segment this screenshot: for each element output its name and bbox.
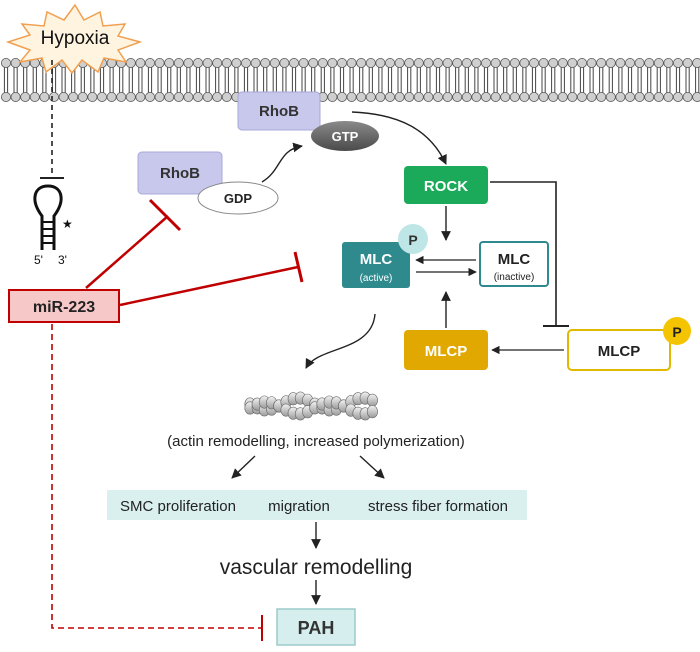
mlc-active-label: MLC [360,251,393,268]
mlcp-node: MLCP [404,330,488,370]
mirna-star: ★ [62,217,73,231]
hypoxia-label: Hypoxia [41,28,110,49]
stress-fiber-label: stress fiber formation [368,498,508,515]
rock-label: ROCK [424,178,468,195]
vascular-remodelling-label: vascular remodelling [220,556,413,579]
cellular-outcomes-band: SMC proliferation migration stress fiber… [107,490,527,520]
mlc-inactive-label: MLC [498,251,531,268]
mlc-inactive-state: (inactive) [494,272,535,283]
rhob-gtp-protein-label: RhoB [259,103,299,120]
gtp-label: GTP [332,129,359,144]
mirna-inhibits-pah [51,324,263,641]
hypoxia-to-mirna-inhibition [40,60,64,179]
rock-inhibits-mlcp-arrow [490,181,569,327]
mir-223-node: miR-223 [8,289,120,323]
mlcp-phospho-node: MLCP P [567,317,691,371]
mlc-to-actin-arrow [305,313,376,369]
pah-node: PAH [276,608,356,646]
mirna-inhibits-mlc [119,251,304,307]
mirna-hairpin-icon: ★ 5' 3' [33,184,73,267]
rhob-gdp-complex: RhoB GDP [137,151,279,215]
pah-label: PAH [298,618,335,638]
rock-node: ROCK [404,166,488,204]
to-stress-fiber-arrow [359,455,385,479]
gdp-label: GDP [224,191,253,206]
mlc-active-state: (active) [360,273,393,284]
actin-caption: (actin remodelling, increased polymeriza… [167,433,465,450]
mlcp-p-badge: P [672,324,681,340]
mir-223-label: miR-223 [33,299,95,316]
rhob-gdp-protein-label: RhoB [160,165,200,182]
rhob-to-rock-arrow [351,111,447,165]
smc-proliferation-label: SMC proliferation [120,498,236,515]
mlc-active-node: MLC (active) P [342,224,428,288]
actin-filament-icon [244,391,378,421]
cell-membrane [1,58,700,103]
mlc-inactive-node: MLC (inactive) [479,241,549,287]
hypoxia-burst: Hypoxia [5,3,143,75]
migration-label: migration [268,498,330,515]
mirna-inhibits-rhob [85,198,182,289]
gdp-to-gtp-arrow [261,142,303,183]
mlcp-label: MLCP [425,343,468,360]
five-prime-label: 5' [34,253,43,267]
to-proliferation-arrow [231,455,256,479]
rhob-gtp-complex: RhoB GTP [237,91,379,151]
mlc-phospho-label: P [408,232,417,248]
three-prime-label: 3' [58,253,67,267]
mlcp-phospho-label: MLCP [598,343,641,360]
